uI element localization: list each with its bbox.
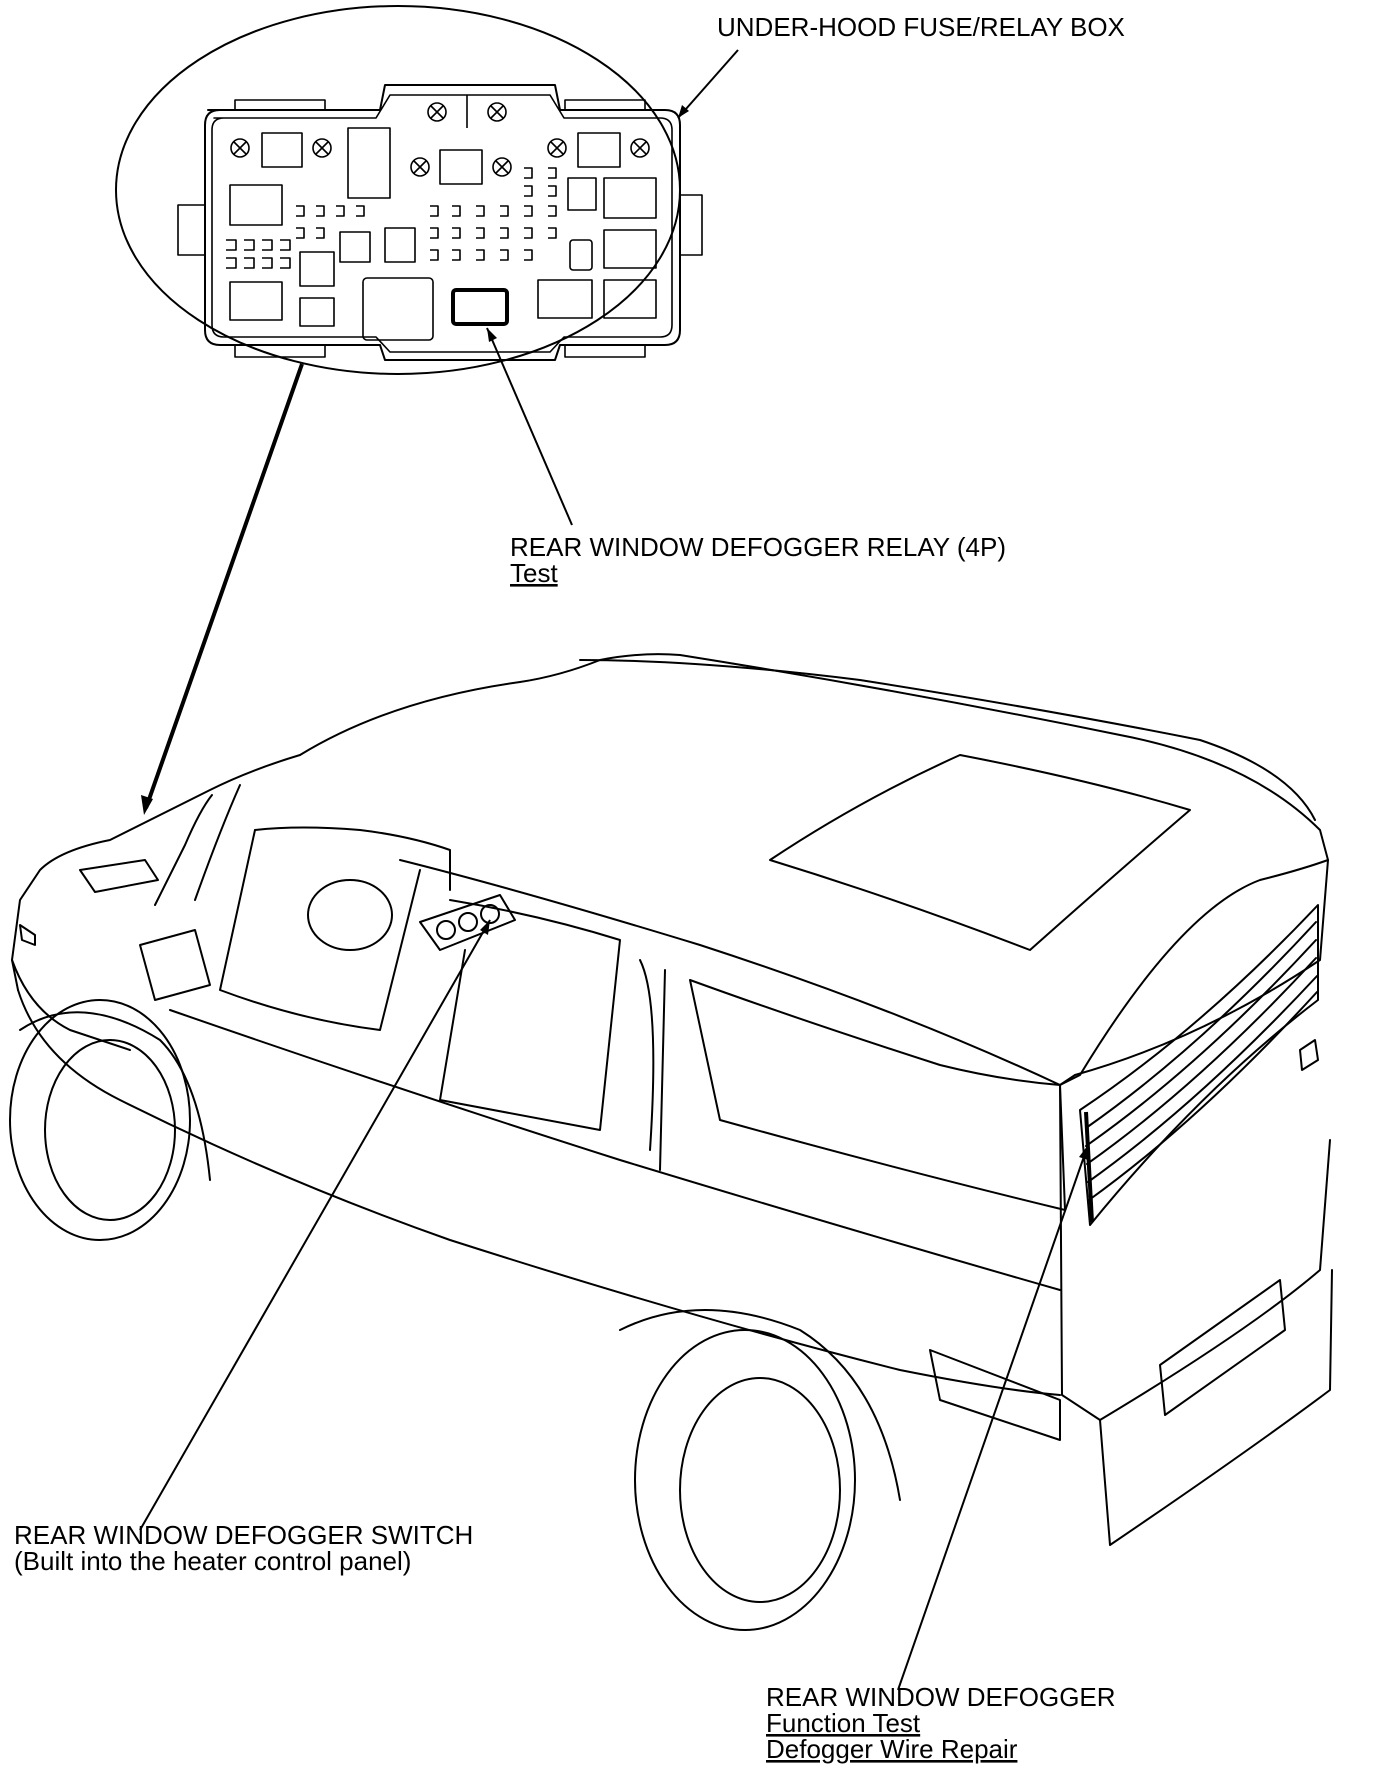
front-wheel-icon [9,999,211,1241]
defogger-relay-icon [451,288,509,326]
switch-subtitle-label: (Built into the heater control panel) [14,1546,411,1576]
heater-control-panel-icon [419,894,516,951]
defogger-title-label: REAR WINDOW DEFOGGER [766,1682,1116,1712]
fuse-box-callout [115,5,703,375]
relay-test-link[interactable]: Test [510,558,558,588]
defogger-wire-repair-link[interactable]: Defogger Wire Repair [766,1734,1018,1764]
defogger-function-test-link[interactable]: Function Test [766,1708,921,1738]
vehicle-outline-icon [9,653,1333,1631]
fuse-relay-box-icon [177,84,703,361]
fuse-box-label: UNDER-HOOD FUSE/RELAY BOX [717,12,1125,42]
rear-window-defogger-icon [1079,904,1319,1226]
switch-title-label: REAR WINDOW DEFOGGER SWITCH [14,1520,473,1550]
rear-wheel-icon [619,1309,901,1631]
relay-title-label: REAR WINDOW DEFOGGER RELAY (4P) [510,532,1006,562]
